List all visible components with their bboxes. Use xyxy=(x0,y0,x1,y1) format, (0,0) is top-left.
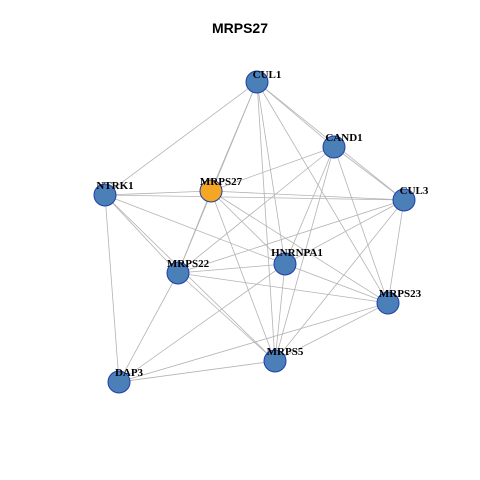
node-circle[interactable] xyxy=(273,252,297,276)
edge-hnrnpa1-dap3 xyxy=(118,263,286,383)
node-label: DAP3 xyxy=(115,367,144,379)
node-mrps22[interactable]: MRPS22 xyxy=(166,258,210,285)
edge-ntrk1-mrps27 xyxy=(104,190,212,196)
node-circle[interactable] xyxy=(93,183,117,207)
node-circle[interactable] xyxy=(199,179,223,203)
edge-ntrk1-cul3 xyxy=(104,194,405,201)
edge-ntrk1-dap3 xyxy=(104,194,120,383)
edge-cul3-mrps22 xyxy=(177,199,405,274)
edge-layer xyxy=(104,81,405,383)
edge-cul1-cand1 xyxy=(256,81,335,148)
edge-mrps27-mrps5 xyxy=(210,190,276,362)
node-mrps27[interactable]: MRPS27 xyxy=(199,176,243,203)
node-cand1[interactable]: CAND1 xyxy=(322,132,363,159)
node-circle[interactable] xyxy=(392,188,416,212)
edge-mrps23-mrps5 xyxy=(274,302,389,362)
edge-cand1-hnrnpa1 xyxy=(284,146,335,265)
edge-cul3-hnrnpa1 xyxy=(284,199,405,265)
edge-mrps22-mrps5 xyxy=(177,272,276,362)
edge-cand1-cul3 xyxy=(333,146,405,201)
edge-cul3-mrps5 xyxy=(274,199,405,362)
edge-cul1-mrps23 xyxy=(256,81,389,304)
edge-mrps27-mrps22 xyxy=(177,190,212,274)
node-hnrnpa1[interactable]: HNRNPA1 xyxy=(271,247,323,276)
node-label: HNRNPA1 xyxy=(271,247,323,259)
node-circle[interactable] xyxy=(263,349,287,373)
edge-ntrk1-mrps22 xyxy=(104,194,179,274)
node-circle[interactable] xyxy=(376,291,400,315)
edge-ntrk1-mrps5 xyxy=(104,194,276,362)
edge-cul1-ntrk1 xyxy=(104,81,258,196)
node-circle[interactable] xyxy=(166,261,190,285)
node-mrps5[interactable]: MRPS5 xyxy=(263,346,304,373)
node-ntrk1[interactable]: NTRK1 xyxy=(93,180,134,207)
node-cul1[interactable]: CUL1 xyxy=(245,69,282,94)
edge-mrps22-mrps23 xyxy=(177,272,389,304)
edge-mrps27-cul3 xyxy=(210,190,405,201)
edge-cul1-hnrnpa1 xyxy=(256,81,286,265)
edge-hnrnpa1-mrps23 xyxy=(284,263,389,304)
node-cul3[interactable]: CUL3 xyxy=(392,185,429,212)
edge-mrps27-hnrnpa1 xyxy=(210,190,286,265)
node-dap3[interactable]: DAP3 xyxy=(107,367,144,394)
node-label: MRPS5 xyxy=(267,346,304,358)
edge-cand1-mrps22 xyxy=(177,146,335,274)
edge-ntrk1-hnrnpa1 xyxy=(104,194,286,265)
edge-mrps22-dap3 xyxy=(118,272,179,383)
edge-cand1-mrps27 xyxy=(210,146,335,192)
node-label: NTRK1 xyxy=(96,180,133,192)
node-label: MRPS23 xyxy=(379,288,422,300)
edge-mrps5-dap3 xyxy=(118,360,276,383)
edge-mrps22-hnrnpa1 xyxy=(177,263,286,274)
edge-cul3-mrps23 xyxy=(387,199,405,304)
node-label: MRPS22 xyxy=(167,258,210,270)
edge-cand1-mrps23 xyxy=(333,146,389,304)
edge-cul1-mrps5 xyxy=(256,81,276,362)
node-mrps23[interactable]: MRPS23 xyxy=(376,288,422,315)
node-circle[interactable] xyxy=(322,135,346,159)
node-circle[interactable] xyxy=(107,370,131,394)
edge-hnrnpa1-mrps5 xyxy=(274,263,286,362)
edge-cand1-mrps5 xyxy=(274,146,335,362)
node-label: CUL1 xyxy=(253,69,282,81)
edge-mrps23-dap3 xyxy=(118,302,389,383)
node-circle[interactable] xyxy=(245,70,269,94)
edge-mrps27-mrps23 xyxy=(210,190,389,304)
graph-title: MRPS27 xyxy=(211,20,269,36)
node-label: MRPS27 xyxy=(200,176,243,188)
node-label: CUL3 xyxy=(400,185,429,197)
node-label: CAND1 xyxy=(325,132,362,144)
